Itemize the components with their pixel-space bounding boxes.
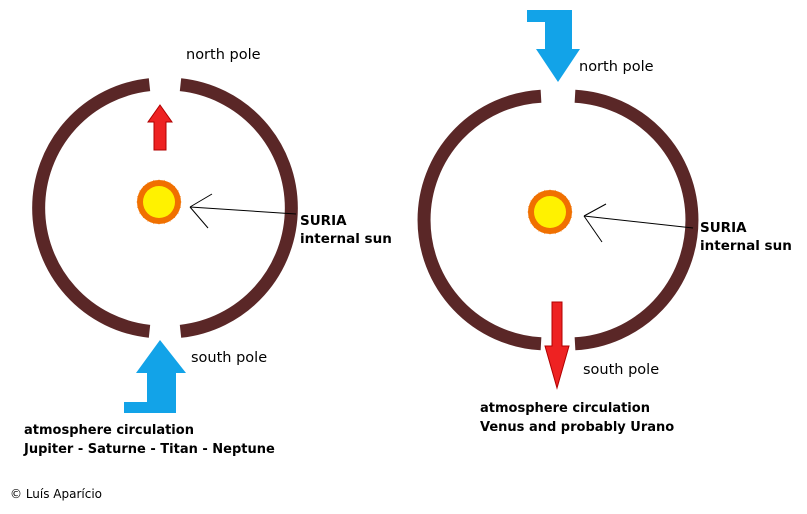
right-pointer-arrow-icon <box>583 203 694 243</box>
left-caption-line1: atmosphere circulation <box>24 423 194 438</box>
left-north-pole-label: north pole <box>186 47 261 63</box>
left-outflow-up-arrow-icon <box>147 104 173 151</box>
copyright-credit: © Luís Aparício <box>10 487 103 501</box>
left-sun-desc-label: internal sun <box>300 231 392 247</box>
left-shell-left-arc <box>32 78 151 338</box>
left-shell-right-arc <box>179 78 298 338</box>
right-shell-right-arc <box>574 89 699 351</box>
left-pointer-arrow-icon <box>189 193 297 229</box>
left-inflow-bent-arrow-icon <box>124 340 186 413</box>
left-sun-name-label: SURIA <box>300 213 347 229</box>
right-diagram <box>417 10 699 390</box>
left-caption-line2: Jupiter - Saturne - Titan - Neptune <box>24 442 275 457</box>
right-caption-line1: atmosphere circulation <box>480 401 650 416</box>
right-sun-icon <box>527 189 573 235</box>
right-inflow-bent-arrow-icon <box>527 10 580 82</box>
left-south-pole-label: south pole <box>191 350 268 366</box>
right-sun-name-label: SURIA <box>700 220 747 236</box>
right-shell-left-arc <box>417 89 542 351</box>
right-outflow-down-arrow-icon <box>544 301 570 390</box>
left-diagram <box>32 78 298 413</box>
right-north-pole-label: north pole <box>579 59 654 75</box>
left-sun-core <box>143 186 175 218</box>
right-sun-core <box>534 196 566 228</box>
left-sun-icon <box>136 179 182 225</box>
right-caption-line2: Venus and probably Urano <box>480 420 675 435</box>
right-south-pole-label: south pole <box>583 362 660 378</box>
right-sun-desc-label: internal sun <box>700 238 792 254</box>
